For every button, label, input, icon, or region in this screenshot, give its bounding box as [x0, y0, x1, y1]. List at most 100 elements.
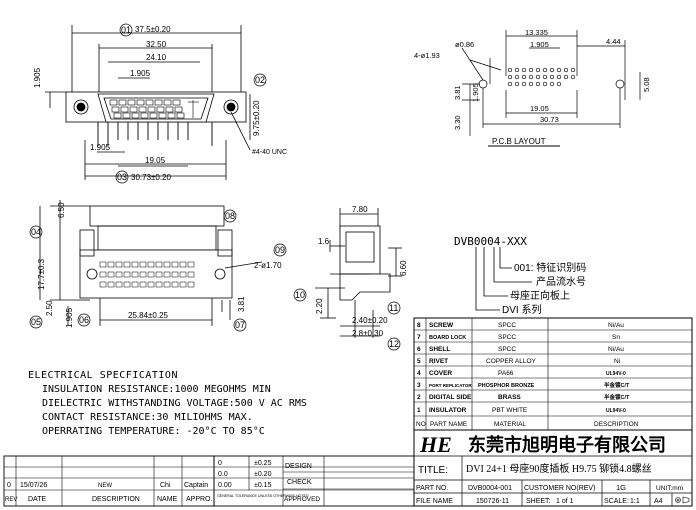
tol-a-0: 0 — [218, 460, 222, 467]
pcb-layout-labels: 13.335 1.905 4.44 ø0.86 4-ø1.93 5.08 3.8… — [414, 28, 651, 146]
bom-no-7: 7 — [417, 334, 421, 341]
bom-desc-8: Ni/Au — [608, 322, 624, 329]
tol-b-0: ±0.25 — [254, 460, 272, 467]
bom-no-4: 4 — [417, 370, 421, 377]
scale-value: 1:1 — [630, 498, 640, 505]
company-logo: HE — [419, 432, 452, 457]
dim-7-80: 7.80 — [352, 205, 368, 214]
callout-12: 12 — [389, 339, 399, 349]
dim-6-60: 6.60 — [399, 260, 408, 276]
dim-1-905-left: 1.905 — [33, 67, 42, 88]
bom-name-6: SHELL — [429, 346, 450, 353]
bom-desc-4: UL94V-0 — [606, 371, 626, 377]
bom-no-6: 6 — [417, 346, 421, 353]
rev-header-name: NAME — [157, 496, 178, 503]
part-code: DVB0004-XXX 001: 特征识别码 产品流水号 母座正向板上 DVI … — [454, 235, 586, 316]
rev-header-date: DATE — [28, 496, 46, 503]
spec-line-1: INSULATION RESISTANCE:1000 MEGOHMS MIN — [42, 384, 271, 395]
bom-desc-7: Sn — [612, 334, 620, 341]
tol-approved: APPROVED — [284, 496, 320, 503]
revision-block: 0 15/07/26 NEW Chi Captain REV DATE DESC… — [3, 455, 215, 507]
side-view-labels: 7.80 1.6 6.60 2.20 2.40±0.20 2.8±0.30 — [315, 205, 408, 338]
dim-9-75: 9.75±0.20 — [252, 100, 261, 136]
front-view — [45, 25, 251, 180]
bom-no-8: 8 — [417, 322, 421, 329]
title-value: DVI 24+1 母座90度插板 H9.75 铆锁4.8螺丝 — [466, 462, 652, 475]
bom-no-2: 2 — [417, 394, 421, 401]
rev-appro: Captain — [184, 482, 208, 489]
bom-mat-7: SPCC — [498, 334, 516, 341]
dim-4-40: #4-40 UNC — [252, 149, 287, 156]
dim-17-7: 17.7±0.3 — [37, 258, 46, 290]
rev-name: Chi — [160, 482, 171, 489]
dim-37-5: 37.5±0.20 — [135, 25, 171, 34]
bom-no-1: 1 — [417, 407, 421, 414]
sheet-label: SHEET: — [526, 498, 551, 505]
front-view-callouts: 01 02 03 — [115, 23, 267, 184]
rev-header-appro: APPRO. — [186, 496, 213, 503]
bom-mat-6: SPCC — [498, 346, 516, 353]
dim-bottom-3-81: 3.81 — [237, 296, 246, 312]
side-view-callouts: 10 11 12 — [293, 288, 401, 351]
dim-pcb-3-30: 3.30 — [453, 115, 462, 130]
title-block: HE 东莞市旭明电子有限公司 TITLE: DVI 24+1 母座90度插板 H… — [413, 429, 693, 507]
callout-11: 11 — [389, 303, 398, 313]
side-view — [315, 208, 402, 338]
bom-mat-3: PHOSPHOR BRONZE — [478, 383, 535, 389]
dim-2-20: 2.20 — [315, 298, 324, 314]
part-code-value: DVB0004-XXX — [454, 235, 527, 248]
tol-a-2: 0.00 — [218, 482, 232, 489]
dim-5-08: 5.08 — [642, 77, 651, 92]
dim-pcb-1-905: 1.905 — [530, 40, 549, 49]
callout-02: 02 — [255, 75, 265, 85]
bom-name-2: DIGITAL SIDE — [429, 394, 472, 401]
bom-no-3: 3 — [417, 382, 421, 389]
bottom-view — [39, 200, 263, 326]
tol-check: CHECK — [287, 479, 312, 486]
spec-title: ELECTRICAL SPECFICATION — [28, 370, 178, 381]
callout-10: 10 — [295, 290, 305, 300]
dim-phi-0-86: ø0.86 — [455, 40, 474, 49]
dim-pcb-1-905-left: 1.905 — [471, 83, 480, 102]
dim-1-905-top: 1.905 — [130, 69, 151, 78]
bom-mat-5: COPPER ALLOY — [486, 358, 537, 365]
bom-mat-1: PBT WHITE — [492, 407, 528, 414]
callout-07: 07 — [235, 320, 245, 330]
unit-label: UNIT:mm — [656, 485, 683, 492]
bom-desc-6: Ni/Au — [608, 346, 624, 353]
customer-no-label: CUSTOMER NO(REV) — [524, 485, 595, 492]
pcb-layout-title: P.C.B LAYOUT — [492, 137, 546, 146]
callout-06: 06 — [79, 315, 89, 325]
sheet-value: 1 of 1 — [556, 498, 574, 505]
dim-1-6: 1.6 — [318, 237, 330, 246]
tol-b-2: ±0.15 — [254, 482, 272, 489]
bom-desc-5: Ni — [614, 358, 620, 365]
dim-32-50: 32.50 — [146, 40, 167, 49]
rev-date: 15/07/26 — [20, 482, 47, 489]
bom-name-8: SCREW — [429, 322, 454, 329]
bom-mat-8: SPCC — [498, 322, 516, 329]
callout-08: 08 — [225, 211, 235, 221]
bom-desc-1: UL94V-0 — [606, 408, 626, 414]
dim-19-05: 19.05 — [145, 156, 166, 165]
tol-note: GENERAL TOLERANCE UNLESS OTHERWISE NOTED — [217, 494, 309, 498]
pcb-layout — [461, 30, 641, 147]
spec-line-4: OPERRATING TEMPERATURE: -20°C TO 85°C — [42, 426, 265, 437]
bottom-view-labels: 6.50 17.7±0.3 2.50 1.905 25.84±0.25 2-ø1… — [37, 202, 282, 328]
dim-pcb-3-81: 3.81 — [453, 85, 462, 100]
scale-label: SCALE: — [604, 498, 629, 505]
dim-pcb-30-73: 30.73 — [540, 115, 559, 124]
dim-4-44: 4.44 — [606, 37, 621, 46]
part-code-line-3: 母座正向板上 — [510, 289, 570, 302]
bom-header-material: MATERIAL — [494, 421, 526, 428]
dim-6-50: 6.50 — [57, 202, 66, 218]
dim-1-905-bottom: 1.905 — [90, 143, 111, 152]
callout-09: 09 — [275, 245, 285, 255]
bom-name-4: COVER — [429, 370, 452, 377]
rev-value: 0 — [7, 482, 11, 489]
bom-mat-4: PA66 — [498, 370, 514, 377]
bom-name-5: RIVET — [429, 358, 448, 365]
part-code-line-2: 产品流水号 — [536, 275, 586, 288]
electrical-spec: ELECTRICAL SPECFICATION INSULATION RESIS… — [28, 370, 307, 437]
